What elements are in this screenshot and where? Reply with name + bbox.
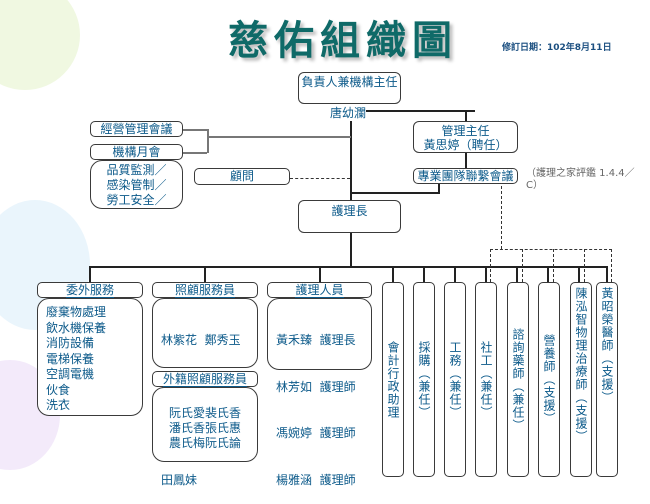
list-item: 馮婉婷 護理師 <box>276 426 356 440</box>
monthly-item: 勞工安全／ <box>106 193 167 207</box>
page-title: 慈佑組織圖 <box>228 17 458 64</box>
connector-line <box>350 232 352 267</box>
dashed-connector <box>501 186 502 249</box>
connector-line <box>465 110 467 122</box>
role-box-physiotherapist: 陳泓智物理治療師（支援） <box>570 282 592 477</box>
dashed-connector <box>490 249 491 282</box>
connector-line <box>182 152 207 154</box>
connector-line <box>485 266 487 282</box>
connector-line <box>182 129 207 131</box>
outsourced-header: 委外服務 <box>37 282 143 298</box>
revision-date: 修訂日期：102年8月11日 <box>502 43 612 53</box>
role-label: 採購（兼任） <box>417 340 431 419</box>
list-item: 林紫花 鄭秀玉 <box>161 333 241 347</box>
nursing-staff-header: 護理人員 <box>267 282 372 298</box>
advisor-box: 顧問 <box>194 168 290 185</box>
connector-line <box>578 266 580 282</box>
connector-line <box>438 182 440 193</box>
monthly-meeting-box: 機構月會 <box>90 144 183 160</box>
connector-line <box>392 266 394 282</box>
connector-line <box>350 110 475 112</box>
head-nurse-label: 護理長 <box>331 204 368 218</box>
role-box-engineering: 工務（兼任） <box>444 282 466 477</box>
list-item: 廢棄物處理 <box>46 305 107 319</box>
admin-director-title: 管理主任 <box>441 124 490 138</box>
nursing-staff-list: 黃禾臻 護理長 林芳如 護理師 馮婉婷 護理師 楊雅涵 護理師 <box>267 298 372 487</box>
list-item: 洗衣 <box>46 398 71 412</box>
monthly-meeting-items-box: 品質監測／ 感染管制／ 勞工安全／ <box>90 160 183 209</box>
role-box-dietitian: 營養師（支援） <box>538 282 560 477</box>
dashed-connector <box>490 249 612 250</box>
connector-line <box>606 266 608 282</box>
dashed-connector <box>522 249 523 282</box>
list-item: 田鳳妹 <box>161 472 198 487</box>
connector-line <box>89 266 607 268</box>
connector-line <box>204 266 206 282</box>
dashed-connector <box>584 249 585 282</box>
connector-line <box>350 192 440 194</box>
list-item: 消防設備 <box>46 336 95 350</box>
connector-line <box>516 266 518 282</box>
list-item: 空調電機 <box>46 367 95 381</box>
head-director-name: 唐幼瀾 <box>330 104 367 121</box>
outsourced-header-label: 委外服務 <box>65 283 114 298</box>
professional-team-meeting-box: 專業團隊聯繫會議 <box>413 168 518 184</box>
evaluation-note: （護理之家評鑑 1.4.4／C） <box>526 168 635 191</box>
list-item: 楊雅涵 護理師 <box>276 472 356 487</box>
caregivers-header-label: 照顧服務員 <box>174 283 235 298</box>
list-item: 電梯保養 <box>46 351 95 366</box>
connector-line <box>89 266 91 282</box>
role-label: 會計行政助理 <box>386 340 400 419</box>
list-item: 伙食 <box>46 382 71 397</box>
list-item: 林芳如 護理師 <box>276 379 356 394</box>
advisor-label: 顧問 <box>229 169 254 183</box>
role-box-pharmacist: 諮詢藥師（兼任） <box>507 282 529 477</box>
foreign-caregivers-header: 外籍照顧服務員 <box>152 371 258 387</box>
role-box-physician: 黃昭榮醫師（支援） <box>596 282 618 477</box>
role-label: 諮詢藥師（兼任） <box>511 327 525 432</box>
role-box-purchasing: 採購（兼任） <box>413 282 435 477</box>
monthly-meeting-label: 機構月會 <box>112 145 161 159</box>
caregivers-header: 照顧服務員 <box>152 282 258 298</box>
list-item: 黃禾臻 護理長 <box>276 333 356 347</box>
connector-line <box>319 266 321 282</box>
role-label: 社工（兼任） <box>479 340 493 419</box>
head-nurse-box: 護理長 <box>298 200 401 233</box>
nursing-staff-header-label: 護理人員 <box>295 283 344 298</box>
management-meeting-label: 經營管理會議 <box>100 122 173 136</box>
head-director-title: 負責人兼機構主任 <box>301 75 398 89</box>
list-item: 潘氏香張氏惠 <box>168 421 241 435</box>
connector-line <box>547 266 549 282</box>
dashed-connector <box>553 249 554 282</box>
foreign-caregivers-list: 阮氏愛裴氏香 潘氏香張氏惠 農氏梅阮氏論 <box>152 387 258 462</box>
connector-line <box>350 102 352 202</box>
list-item: 阮氏愛裴氏香 <box>168 406 241 420</box>
monthly-item: 品質監測／ <box>106 163 167 177</box>
list-item: 飲水機保養 <box>46 320 107 335</box>
role-label: 營養師（支援） <box>542 334 556 425</box>
professional-team-meeting-label: 專業團隊聯繫會議 <box>417 169 514 183</box>
role-label: 工務（兼任） <box>448 340 462 419</box>
background-balloon-green <box>0 0 80 90</box>
foreign-caregivers-header-label: 外籍照顧服務員 <box>162 372 247 387</box>
caregivers-list: 林紫花 鄭秀玉 柯玉花 陳明建 徐瑞霞 田鳳妹 <box>152 298 258 487</box>
list-item: 農氏梅阮氏論 <box>168 436 241 450</box>
connector-line <box>207 129 209 153</box>
role-label: 陳泓智物理治療師（支援） <box>574 287 588 443</box>
connector-line <box>207 136 351 138</box>
head-director-box: 負責人兼機構主任 <box>298 72 401 104</box>
connector-line <box>423 266 425 282</box>
outsourced-list: 廢棄物處理 飲水機保養 消防設備 電梯保養 空調電機 伙食 洗衣 <box>37 298 143 416</box>
role-label: 黃昭榮醫師（支援） <box>600 287 614 404</box>
admin-director-box: 管理主任 黃思婷（聘任） <box>413 121 518 153</box>
monthly-item: 感染管制／ <box>106 178 167 192</box>
dashed-connector <box>290 178 350 179</box>
admin-director-name: 黃思婷（聘任） <box>423 138 508 152</box>
role-box-accounting: 會計行政助理 <box>382 282 404 477</box>
connector-line <box>465 152 467 168</box>
dashed-connector <box>611 249 612 282</box>
management-meeting-box: 經營管理會議 <box>90 121 183 137</box>
role-box-social-work: 社工（兼任） <box>475 282 497 477</box>
connector-line <box>454 266 456 282</box>
